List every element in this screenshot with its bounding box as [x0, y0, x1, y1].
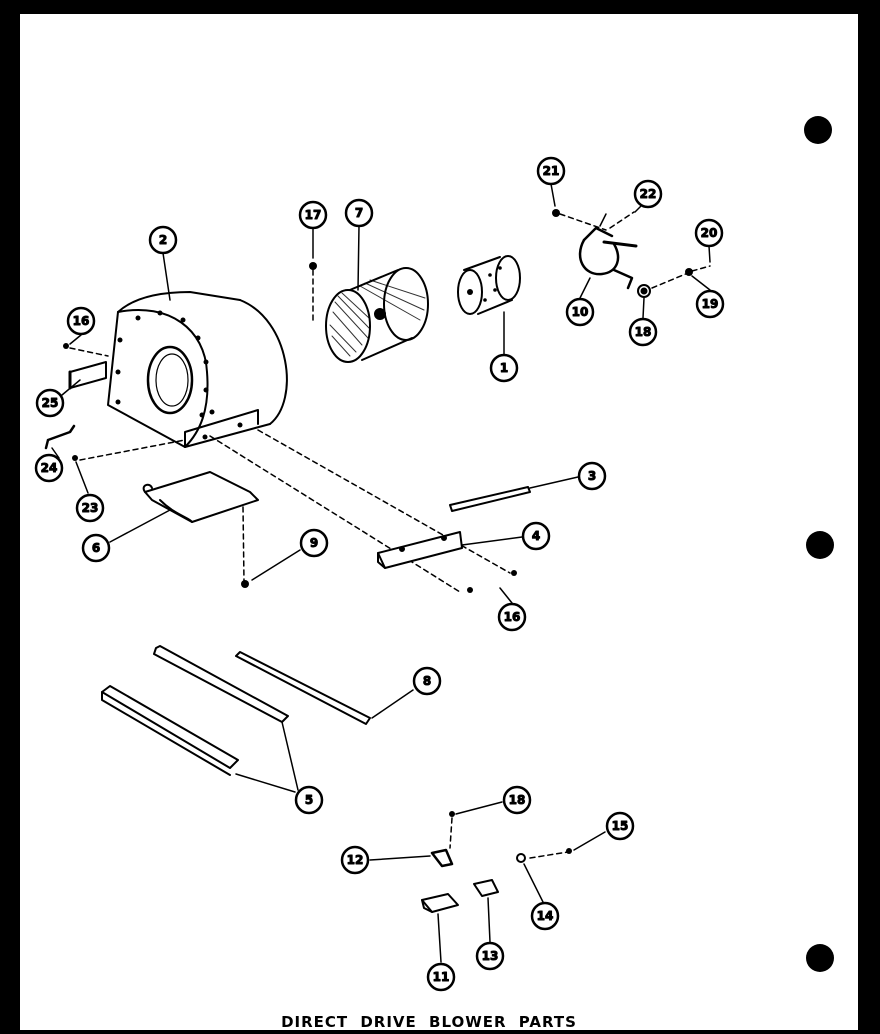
svg-text:14: 14 [537, 909, 554, 923]
hardware-dots [63, 209, 693, 854]
callout-11: 11 [426, 962, 456, 992]
binder-holes [804, 116, 834, 972]
blower-wheel [325, 267, 429, 363]
callout-5: 5 [294, 785, 324, 815]
callout-15: 15 [605, 811, 635, 841]
motor [457, 255, 521, 315]
svg-text:13: 13 [482, 949, 499, 963]
diagram-title: DIRECT DRIVE BLOWER PARTS [281, 1013, 577, 1031]
callout-4: 4 [521, 521, 551, 551]
callout-24: 24 [34, 453, 64, 483]
svg-text:9: 9 [310, 536, 318, 550]
svg-text:12: 12 [347, 853, 364, 867]
svg-text:8: 8 [423, 674, 431, 688]
svg-text:18: 18 [509, 793, 526, 807]
assembly-lines [69, 211, 711, 859]
callout-13: 13 [475, 941, 505, 971]
svg-text:16: 16 [504, 610, 521, 624]
part-angle-4 [377, 531, 463, 569]
binder-hole [806, 531, 834, 559]
part-clip-12 [430, 848, 454, 868]
svg-text:23: 23 [82, 501, 99, 515]
callout-21: 21 [536, 156, 566, 186]
callout-2: 2 [148, 225, 178, 255]
svg-text:24: 24 [41, 461, 58, 475]
binder-hole [804, 116, 832, 144]
svg-text:7: 7 [355, 206, 363, 220]
callout-10: 10 [565, 297, 595, 327]
svg-text:25: 25 [42, 396, 59, 410]
svg-text:16: 16 [73, 314, 90, 328]
callout-7: 7 [344, 198, 374, 228]
svg-text:3: 3 [588, 469, 596, 483]
callout-19: 19 [695, 289, 725, 319]
callout-17: 17 [298, 200, 328, 230]
blower-housing [68, 291, 288, 448]
callout-18-bottom: 18 [502, 785, 532, 815]
binder-hole [806, 944, 834, 972]
part-nut-14 [516, 853, 526, 863]
part-plate-6 [142, 471, 259, 523]
leader-lines [51, 183, 711, 963]
callout-12: 12 [340, 845, 370, 875]
svg-text:10: 10 [572, 305, 589, 319]
callout-16-mid: 16 [497, 602, 527, 632]
part-clip-13 [473, 879, 499, 897]
svg-text:18: 18 [635, 325, 652, 339]
callout-16-top: 16 [66, 306, 96, 336]
svg-text:21: 21 [543, 164, 560, 178]
part-rails-5 [101, 645, 289, 776]
svg-text:4: 4 [532, 529, 540, 543]
part-block-11 [421, 893, 459, 913]
svg-text:5: 5 [305, 793, 313, 807]
part-bracket-24 [44, 424, 76, 450]
svg-text:19: 19 [702, 297, 719, 311]
callout-20: 20 [694, 218, 724, 248]
part-strip-3 [449, 486, 531, 512]
svg-text:22: 22 [640, 187, 657, 201]
nut-18 [637, 284, 651, 298]
svg-text:11: 11 [433, 970, 450, 984]
svg-text:6: 6 [92, 541, 100, 555]
svg-text:15: 15 [612, 819, 629, 833]
callout-8: 8 [412, 666, 442, 696]
callout-14: 14 [530, 901, 560, 931]
callout-3: 3 [577, 461, 607, 491]
svg-text:20: 20 [701, 226, 718, 240]
callout-22: 22 [633, 179, 663, 209]
part-rail-8 [235, 651, 371, 725]
callout-25: 25 [35, 388, 65, 418]
callout-6: 6 [81, 533, 111, 563]
callout-9: 9 [299, 528, 329, 558]
motor-mount-bracket [578, 213, 638, 290]
svg-text:1: 1 [500, 361, 508, 375]
svg-text:17: 17 [305, 208, 322, 222]
callout-1: 1 [489, 353, 519, 383]
callout-18-top: 18 [628, 317, 658, 347]
callout-23: 23 [75, 493, 105, 523]
svg-text:2: 2 [159, 233, 167, 247]
